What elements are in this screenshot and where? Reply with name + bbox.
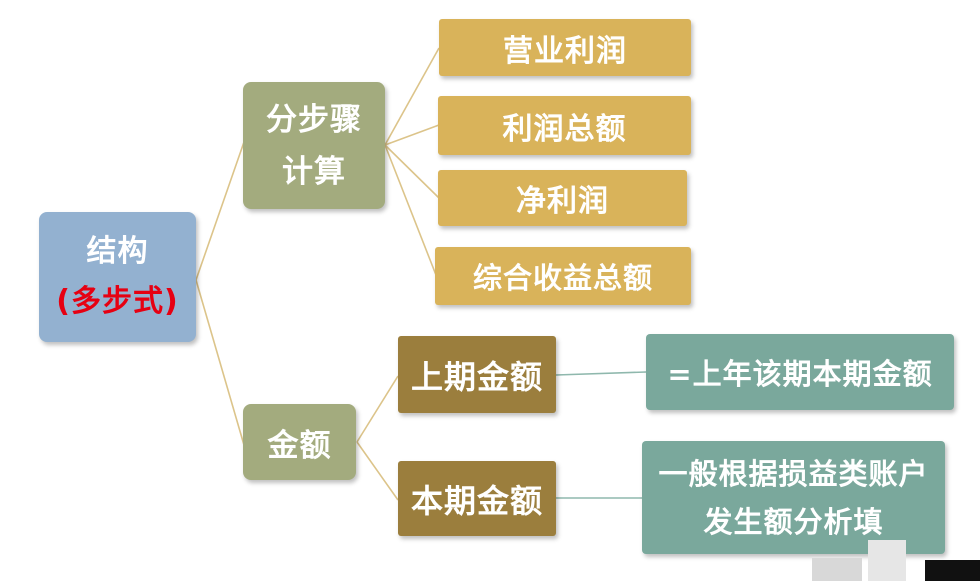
prior-period-label: 上期金额 bbox=[410, 357, 543, 396]
root-subtitle: (多步式) bbox=[56, 284, 179, 319]
branch-amount-node: 金额 bbox=[243, 404, 356, 480]
leaf-label: 综合收益总额 bbox=[472, 261, 653, 295]
current-period-node: 本期金额 bbox=[398, 461, 556, 536]
leaf-operating-profit: 营业利润 bbox=[439, 19, 691, 76]
leaf-comprehensive-income: 综合收益总额 bbox=[435, 247, 691, 305]
connector-amount-current bbox=[356, 441, 399, 501]
leaf-label: 净利润 bbox=[516, 184, 609, 219]
connector-amount-prior bbox=[356, 375, 399, 443]
prior-period-node: 上期金额 bbox=[398, 336, 556, 413]
leaf-net-profit: 净利润 bbox=[438, 170, 687, 226]
root-title: 结构 bbox=[86, 234, 149, 269]
connector-root-steps bbox=[195, 141, 245, 281]
leaf-label: 利润总额 bbox=[502, 111, 627, 147]
corner-artifact-dark bbox=[925, 560, 980, 581]
connector-prior-note bbox=[555, 371, 647, 376]
root-node: 结构 (多步式) bbox=[39, 212, 196, 342]
prior-period-note: =上年该期本期金额 bbox=[646, 334, 954, 410]
branch-steps-line2: 计算 bbox=[282, 153, 346, 190]
leaf-label: 营业利润 bbox=[503, 33, 627, 69]
branch-steps-line1: 分步骤 bbox=[266, 101, 362, 138]
current-period-note-line2: 发生额分析填 bbox=[703, 504, 884, 539]
connector-steps-comprehensive bbox=[384, 144, 437, 276]
corner-artifact-light bbox=[812, 558, 862, 581]
connector-steps-net-profit bbox=[384, 144, 440, 199]
current-period-note: 一般根据损益类账户 发生额分析填 bbox=[642, 441, 945, 554]
connector-steps-operating-profit bbox=[384, 47, 440, 146]
corner-artifact-lighter bbox=[868, 540, 906, 581]
connector-root-amount bbox=[195, 279, 245, 446]
prior-period-note-text: =上年该期本期金额 bbox=[667, 357, 933, 391]
branch-amount-label: 金额 bbox=[267, 427, 332, 464]
current-period-label: 本期金额 bbox=[410, 481, 543, 520]
branch-steps-node: 分步骤 计算 bbox=[243, 82, 385, 209]
connector-steps-total-profit bbox=[384, 124, 440, 146]
leaf-total-profit: 利润总额 bbox=[438, 96, 691, 155]
current-period-note-line1: 一般根据损益类账户 bbox=[658, 456, 929, 491]
